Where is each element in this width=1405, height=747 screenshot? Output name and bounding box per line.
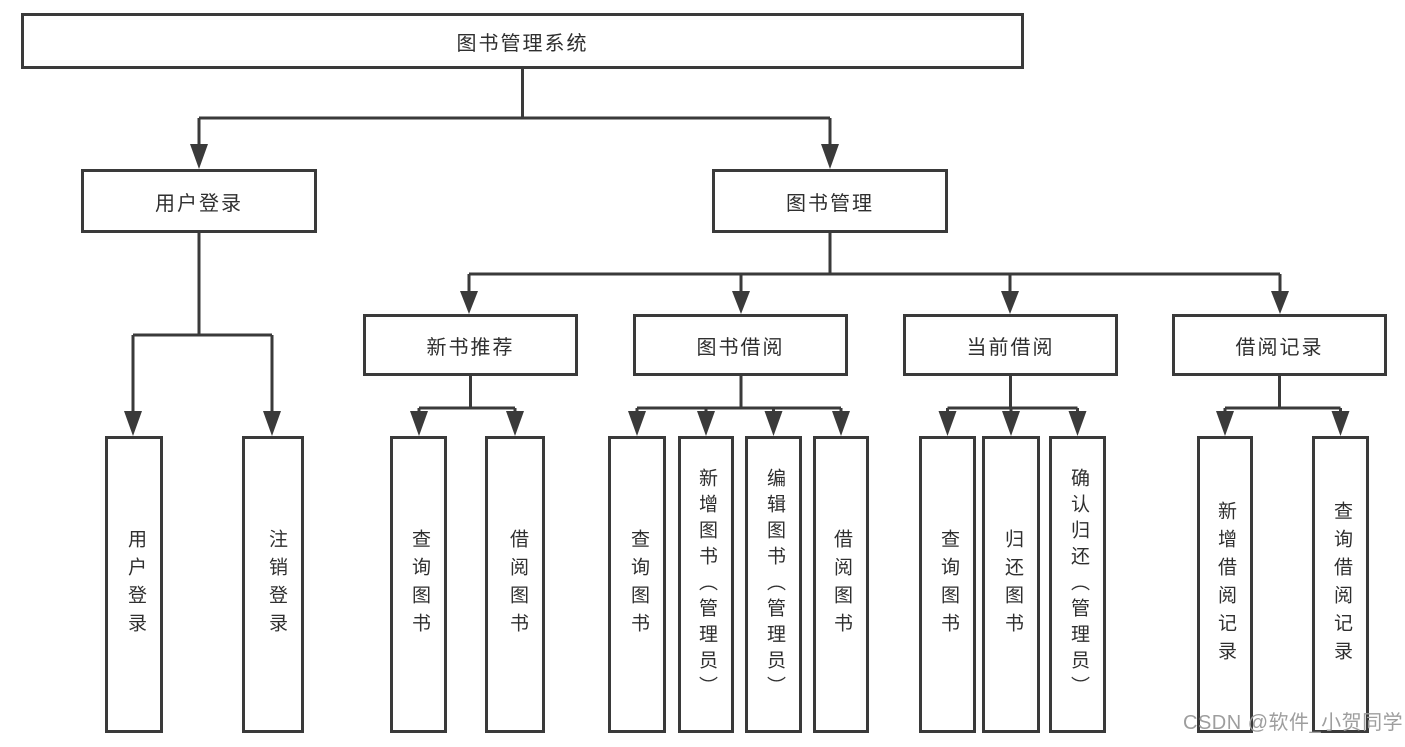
leaf-logout: 注销登录	[242, 436, 304, 733]
leaf-borrow-books: 借阅图书	[813, 436, 869, 733]
leaf-query-borrow-record: 查询借阅记录	[1312, 436, 1369, 733]
node-book-management: 图书管理	[712, 169, 948, 233]
leaf-add-books-admin: 新增图书（管理员）	[678, 436, 734, 733]
arrowheads-new-book-branch	[410, 411, 524, 436]
csdn-watermark: CSDN @软件_小贺同学	[1183, 712, 1404, 734]
node-borrow-records: 借阅记录	[1172, 314, 1387, 376]
node-current-borrow: 当前借阅	[903, 314, 1118, 376]
leaf-query-books-borrow: 查询图书	[608, 436, 666, 733]
arrowheads-current-borrow-branch	[938, 411, 1087, 436]
leaf-borrow-books-recommend: 借阅图书	[485, 436, 545, 733]
connector-new-book-branch	[417, 376, 517, 414]
arrowheads-level2	[190, 144, 839, 169]
connector-book-borrow-branch	[635, 376, 843, 414]
connector-borrow-record-branch	[1223, 376, 1342, 414]
arrowheads-level3	[460, 291, 1289, 314]
leaf-edit-books-admin: 编辑图书（管理员）	[745, 436, 802, 733]
node-user-login: 用户登录	[81, 169, 317, 233]
leaf-query-books-current: 查询图书	[919, 436, 976, 733]
connector-root-to-level2	[197, 69, 832, 146]
arrowheads-borrow-record-branch	[1216, 411, 1350, 436]
connector-current-borrow-branch	[946, 376, 1079, 414]
leaf-query-books-recommend: 查询图书	[390, 436, 447, 733]
arrowheads-book-borrow-branch	[628, 411, 850, 436]
connector-user-login-branch	[131, 233, 274, 413]
leaf-add-borrow-record: 新增借阅记录	[1197, 436, 1253, 733]
node-library-system: 图书管理系统	[21, 13, 1024, 69]
connector-book-mgmt-to-level3	[467, 233, 1282, 294]
leaf-confirm-return-admin: 确认归还（管理员）	[1049, 436, 1106, 733]
node-book-borrow: 图书借阅	[633, 314, 848, 376]
leaf-return-books: 归还图书	[982, 436, 1040, 733]
node-new-book-recommend: 新书推荐	[363, 314, 578, 376]
arrowheads-user-login-branch	[124, 411, 281, 436]
leaf-user-login: 用户登录	[105, 436, 163, 733]
